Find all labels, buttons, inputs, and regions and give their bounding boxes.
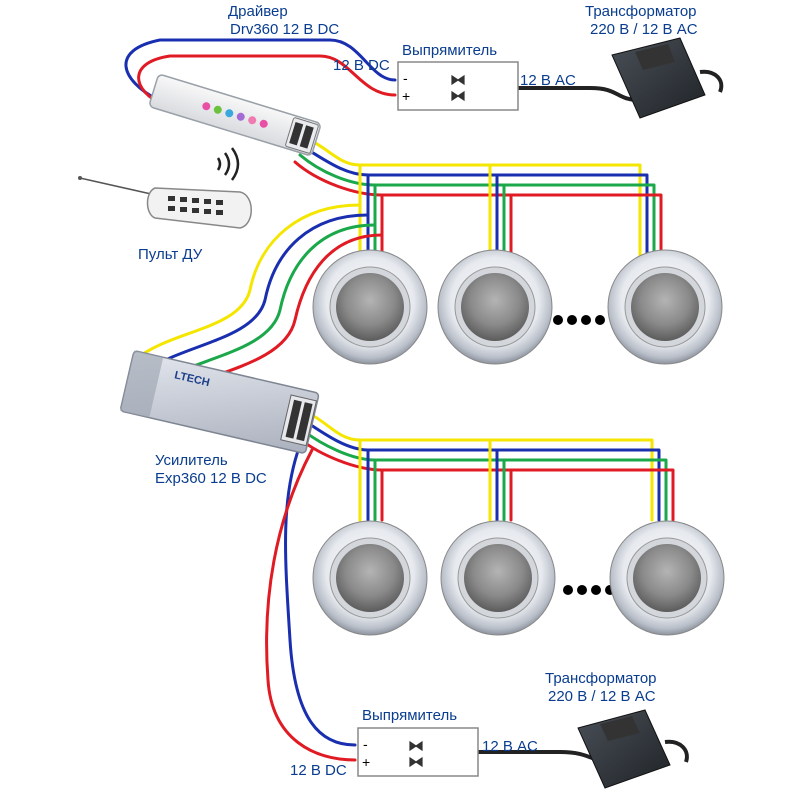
ellipsis-bottom [563,585,615,595]
rectifier-bottom-plus: + [362,754,370,770]
wire-red-driver-input [137,54,397,108]
driver-model: Drv360 12 В DC [230,21,340,38]
amplifier-title: Усилитель [155,452,228,469]
transformer-bottom-spec: 220 В / 12 В AC [548,688,656,705]
remote-control [78,176,252,229]
lamp-bottom-2 [440,520,556,636]
wireless-signal-icon [216,147,240,181]
rectifier-top-title: Выпрямитель [402,42,498,59]
amplifier-unit: LTECH [120,350,320,454]
transformer-bottom-title: Трансформатор [545,670,657,687]
rectifier-top-dc-label: 12 В DC [333,57,390,74]
lamps-top [312,249,723,365]
wire-blue-driver-input [124,38,397,102]
transformer-top [611,37,724,119]
diode-bridge-icon [409,740,423,768]
rectifier-top: - + [397,61,519,111]
lamp-top-2 [437,249,553,365]
driver-title: Драйвер [228,3,288,20]
wire-blue-amp-input [284,443,357,747]
rectifier-bottom-minus: - [363,736,368,752]
remote-label: Пульт ДУ [138,246,203,263]
lamp-bottom-1 [312,520,428,636]
rectifier-top-minus: - [403,70,408,86]
lamps-bottom [312,520,725,636]
lamp-bottom-3 [609,520,725,636]
wire-red-amp-input [265,448,357,762]
rectifier-top-ac-label: 12 В AC [520,72,576,89]
lamp-top-1 [312,249,428,365]
link-green [153,223,377,386]
top-wires [124,38,663,398]
diode-bridge-icon [451,74,465,102]
link-yellow [133,203,362,362]
driver-unit [149,74,321,156]
link-blue [143,213,370,374]
rectifier-bottom-dc-label: 12 В DC [290,762,347,779]
bus-green-bottom [302,429,668,522]
rectifier-top-plus: + [402,88,410,104]
rectifier-bottom: - + [357,727,479,777]
rectifier-bottom-title: Выпрямитель [362,707,458,724]
rectifier-bottom-ac-label: 12 В AC [482,738,538,755]
ellipsis-top [553,315,605,325]
lamp-top-3 [607,249,723,365]
transformer-top-title: Трансформатор [585,3,697,20]
bottom-wires [265,413,675,764]
amplifier-model: Exp360 12 В DC [155,470,267,487]
transformer-top-spec: 220 В / 12 В AC [590,21,698,38]
transformer-bottom [577,709,689,789]
